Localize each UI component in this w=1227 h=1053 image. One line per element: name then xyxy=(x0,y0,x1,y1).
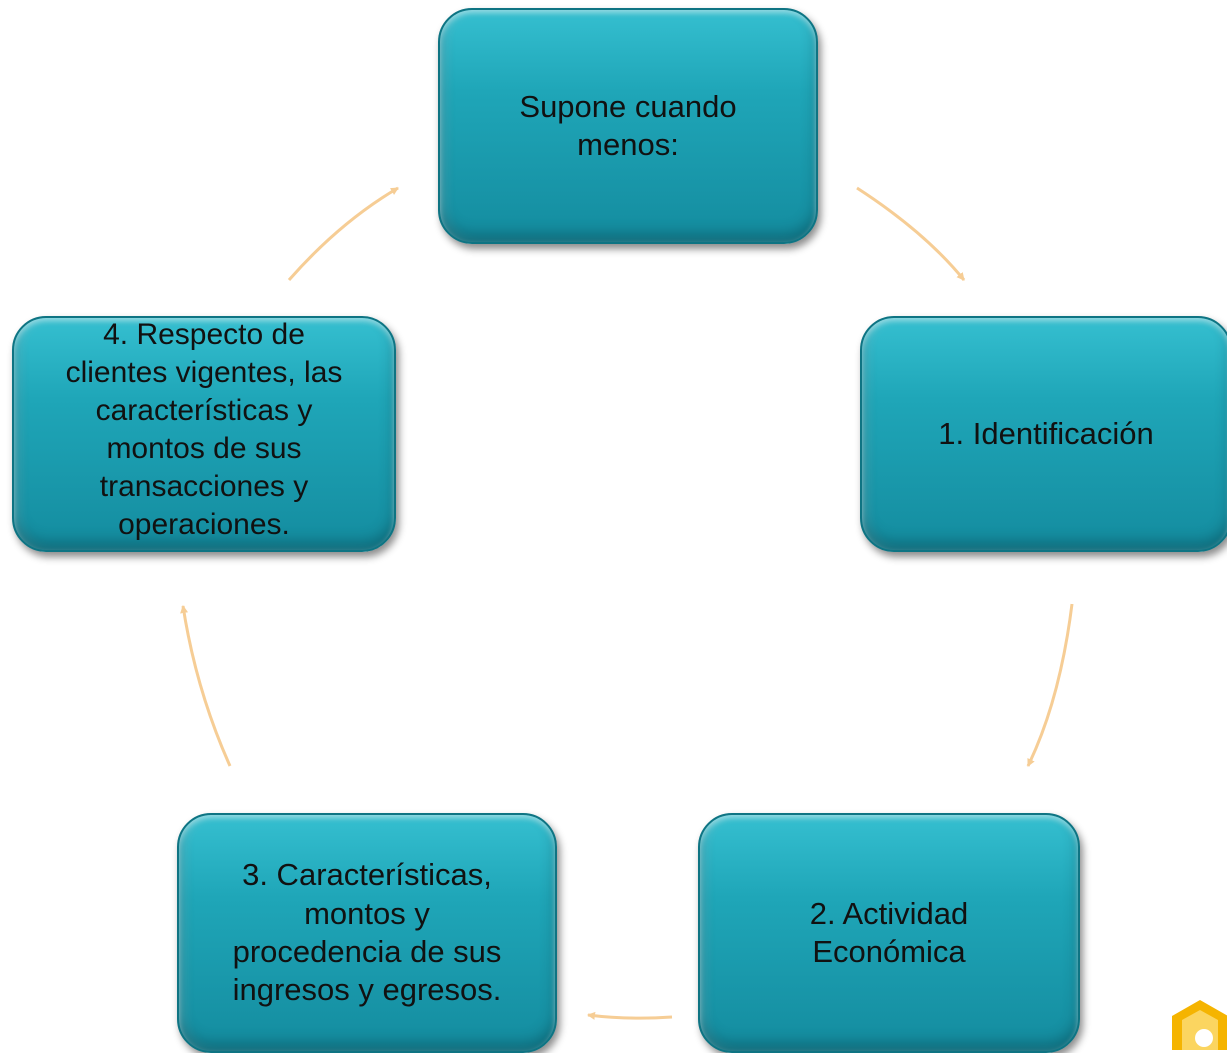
arrow-start-to-step1 xyxy=(856,186,966,281)
node-step2: 2. Actividad Económica xyxy=(698,813,1080,1053)
arrow-step4-to-start xyxy=(287,186,399,281)
node-step4: 4. Respecto de clientes vigentes, las ca… xyxy=(12,316,396,552)
arrow-step1-to-step2 xyxy=(1026,603,1074,767)
node-step3: 3. Características, montos y procedencia… xyxy=(177,813,557,1053)
corner-logo-icon xyxy=(1172,1000,1227,1050)
node-step1: 1. Identificación xyxy=(860,316,1227,552)
node-step2-label: 2. Actividad Económica xyxy=(809,895,969,969)
node-start: Supone cuando menos: xyxy=(438,8,818,244)
node-step4-label: 4. Respecto de clientes vigentes, las ca… xyxy=(65,317,343,542)
arrow-step2-to-step3 xyxy=(587,1011,673,1020)
node-start-label: Supone cuando menos: xyxy=(519,88,737,162)
arrow-step3-to-step4 xyxy=(180,605,232,767)
node-step1-label: 1. Identificación xyxy=(938,415,1154,451)
node-step3-label: 3. Características, montos y procedencia… xyxy=(232,857,502,1008)
